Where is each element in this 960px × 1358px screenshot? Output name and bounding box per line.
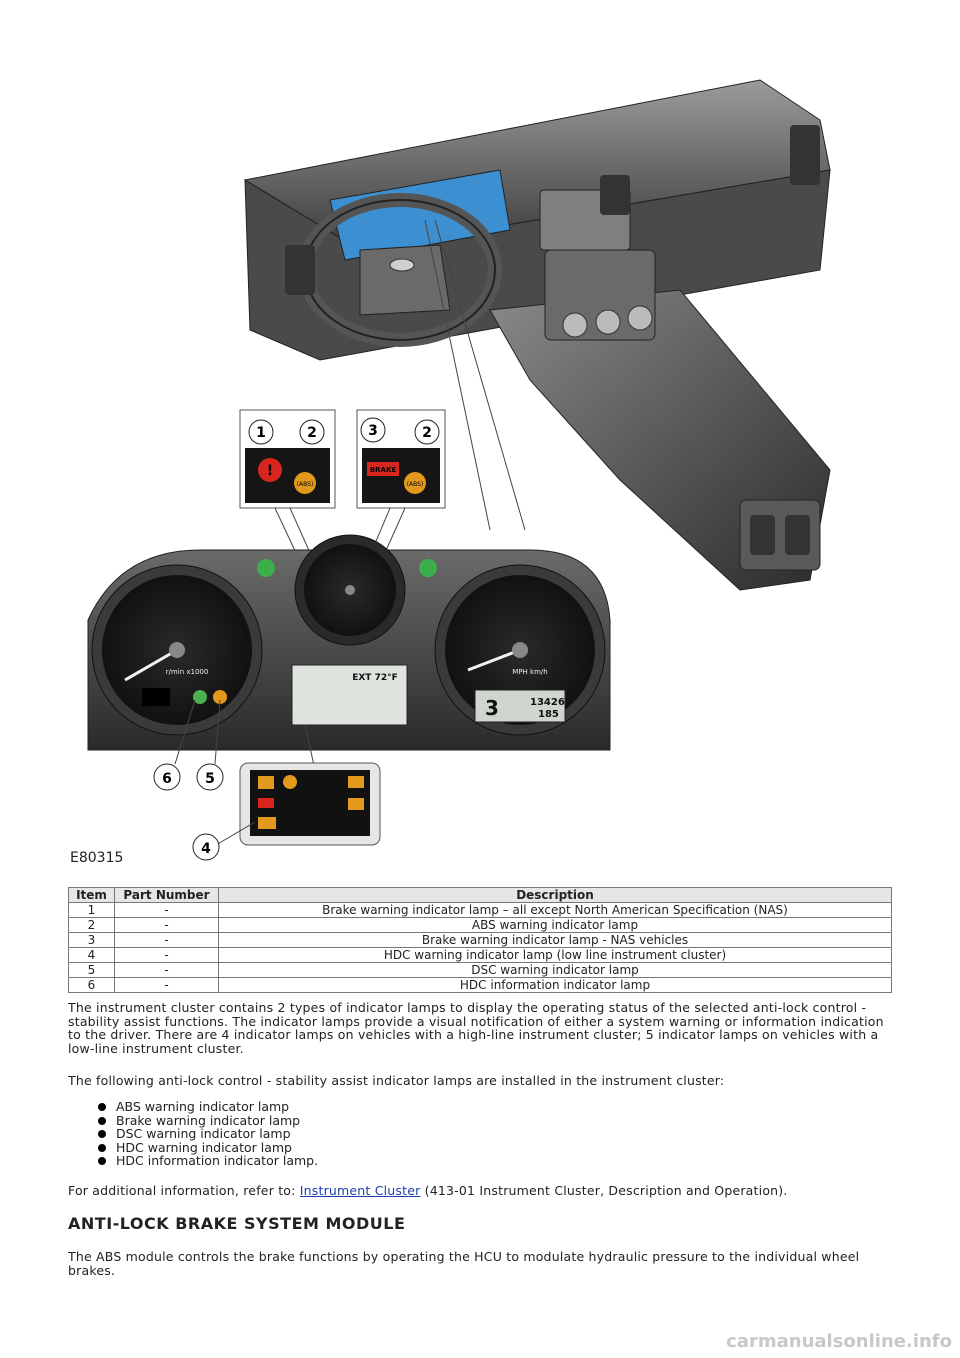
table-row: 6 - HDC information indicator lamp bbox=[68, 977, 892, 993]
parts-table: Item Part Number Description 1 - Brake w… bbox=[68, 887, 892, 993]
cluster-hood bbox=[329, 169, 511, 261]
cell-description: Brake warning indicator lamp - NAS vehic… bbox=[218, 932, 892, 948]
instrument-cluster: r/min x1000 3 13426 185 MPH km/h EXT 72°… bbox=[87, 534, 611, 751]
indicator-lamp-list: ABS warning indicator lamp Brake warning… bbox=[98, 1100, 318, 1168]
svg-text:2: 2 bbox=[307, 425, 317, 441]
table-row: 4 - HDC warning indicator lamp (low line… bbox=[68, 947, 892, 963]
list-item: DSC warning indicator lamp bbox=[98, 1127, 318, 1141]
section-heading: ANTI-LOCK BRAKE SYSTEM MODULE bbox=[68, 1214, 406, 1233]
trip-reading: 185 bbox=[538, 709, 559, 720]
callout-6: 6 bbox=[153, 763, 181, 791]
svg-text:3: 3 bbox=[368, 423, 378, 439]
cell-description: Brake warning indicator lamp – all excep… bbox=[218, 902, 892, 918]
callout-5: 5 bbox=[196, 763, 224, 791]
cell-part-number: - bbox=[114, 947, 219, 963]
svg-text:5: 5 bbox=[205, 771, 215, 787]
cell-part-number: - bbox=[114, 932, 219, 948]
cell-description: HDC warning indicator lamp (low line ins… bbox=[218, 947, 892, 963]
callout-2b: 2 bbox=[414, 419, 440, 445]
cell-item: 1 bbox=[68, 902, 115, 918]
list-item: Brake warning indicator lamp bbox=[98, 1113, 318, 1128]
odometer-reading: 13426 bbox=[530, 697, 565, 708]
table-row: 5 - DSC warning indicator lamp bbox=[68, 962, 892, 978]
abs-lamp-label-1: (ABS) bbox=[297, 481, 314, 488]
inset-box-2: BRAKE (ABS) bbox=[356, 409, 446, 509]
cell-part-number: - bbox=[114, 902, 219, 918]
cell-part-number: - bbox=[114, 977, 219, 993]
callout-2a: 2 bbox=[299, 419, 325, 445]
cell-part-number: - bbox=[114, 962, 219, 978]
svg-text:1: 1 bbox=[256, 425, 266, 441]
list-item: ABS warning indicator lamp bbox=[98, 1100, 318, 1114]
cell-item: 3 bbox=[68, 932, 115, 948]
abs-lamp-label-2: (ABS) bbox=[407, 481, 424, 488]
cell-item: 6 bbox=[68, 977, 115, 993]
tachometer-unit: r/min x1000 bbox=[166, 668, 209, 676]
table-row: 2 - ABS warning indicator lamp bbox=[68, 917, 892, 933]
cell-description: ABS warning indicator lamp bbox=[218, 917, 892, 933]
table-header-row: Item Part Number Description bbox=[68, 887, 892, 903]
cell-part-number: - bbox=[114, 917, 219, 933]
callout-1: 1 bbox=[248, 419, 274, 445]
intro-paragraph: The instrument cluster contains 2 types … bbox=[68, 1000, 884, 1056]
reference-prefix: For additional information, refer to: bbox=[68, 1183, 300, 1198]
table-row: 1 - Brake warning indicator lamp – all e… bbox=[68, 902, 892, 918]
table-row: 3 - Brake warning indicator lamp - NAS v… bbox=[68, 932, 892, 948]
callout-4: 4 bbox=[192, 833, 220, 861]
exterior-temp: EXT 72°F bbox=[352, 673, 398, 683]
cell-item: 5 bbox=[68, 962, 115, 978]
cell-description: HDC information indicator lamp bbox=[218, 977, 892, 993]
reference-suffix: (413-01 Instrument Cluster, Description … bbox=[420, 1183, 788, 1198]
lamps-intro-paragraph: The following anti-lock control - stabil… bbox=[68, 1073, 725, 1088]
instrument-cluster-link[interactable]: Instrument Cluster bbox=[299, 1183, 421, 1198]
callout-3: 3 bbox=[360, 417, 386, 443]
cell-item: 2 bbox=[68, 917, 115, 933]
brake-lamp-label: BRAKE bbox=[370, 466, 397, 474]
reference-paragraph: For additional information, refer to: In… bbox=[68, 1184, 892, 1198]
svg-text:4: 4 bbox=[201, 841, 211, 857]
cell-description: DSC warning indicator lamp bbox=[218, 962, 892, 978]
header-item: Item bbox=[68, 887, 115, 903]
header-description: Description bbox=[218, 887, 892, 903]
list-item: HDC information indicator lamp. bbox=[98, 1154, 318, 1168]
gear-indicator: 3 bbox=[485, 696, 499, 720]
abs-module-paragraph: The ABS module controls the brake functi… bbox=[68, 1249, 860, 1278]
svg-text:2: 2 bbox=[422, 425, 432, 441]
svg-text:!: ! bbox=[267, 463, 273, 479]
speedometer-unit: MPH km/h bbox=[512, 668, 547, 676]
header-part-number: Part Number bbox=[114, 887, 219, 903]
dashboard-illustration: ! (ABS) BRAKE (ABS) 1 2 3 2 bbox=[60, 60, 900, 875]
list-item: HDC warning indicator lamp bbox=[98, 1141, 318, 1155]
cell-item: 4 bbox=[68, 947, 115, 963]
watermark: carmanualsonline.info bbox=[726, 1331, 952, 1352]
inset-box-4 bbox=[239, 762, 381, 846]
svg-text:6: 6 bbox=[162, 771, 172, 787]
message-center-display bbox=[291, 664, 408, 726]
figure-id: E80315 bbox=[70, 850, 124, 866]
